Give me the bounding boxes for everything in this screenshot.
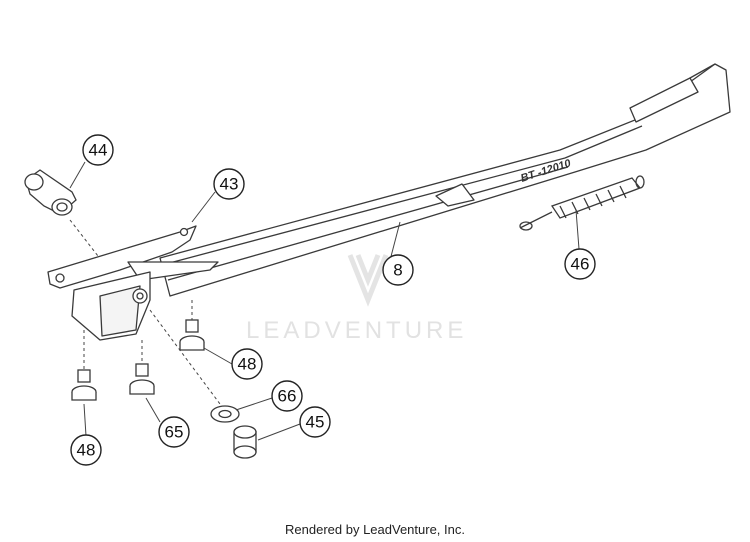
footer-credit: Rendered by LeadVenture, Inc.	[285, 522, 465, 537]
watermark-text: LEADVENTURE	[246, 317, 467, 344]
callout-48-upper: 48	[231, 348, 263, 380]
callout-45-label: 45	[306, 413, 325, 432]
washer	[210, 405, 240, 423]
watermark-logo-icon	[347, 254, 389, 307]
bolt-48-upper	[179, 319, 205, 351]
callout-43: 43	[213, 168, 245, 200]
callout-8: 8	[382, 254, 414, 286]
callout-46: 46	[564, 248, 596, 280]
callout-43-label: 43	[220, 175, 239, 194]
watermark: LEADVENTURE	[246, 254, 467, 344]
callout-45: 45	[299, 406, 331, 438]
callout-65-label: 65	[165, 423, 184, 442]
callout-65: 65	[158, 416, 190, 448]
hardware	[71, 319, 257, 459]
bolt-45	[233, 425, 257, 459]
kickstand-bar	[47, 63, 731, 341]
callout-8-label: 8	[393, 261, 402, 280]
callout-48-lower: 48	[70, 434, 102, 466]
callout-44: 44	[82, 134, 114, 166]
callout-46-label: 46	[571, 255, 590, 274]
callout-48-lower-label: 48	[77, 441, 96, 460]
callout-44-label: 44	[89, 141, 108, 160]
spring	[519, 175, 645, 231]
callout-66: 66	[271, 380, 303, 412]
bushing	[24, 169, 77, 216]
leader-lines	[69, 161, 581, 441]
bolt-48-lower	[71, 369, 97, 401]
callout-66-label: 66	[278, 387, 297, 406]
callout-48-upper-label: 48	[238, 355, 257, 374]
bolt-65	[129, 363, 155, 395]
